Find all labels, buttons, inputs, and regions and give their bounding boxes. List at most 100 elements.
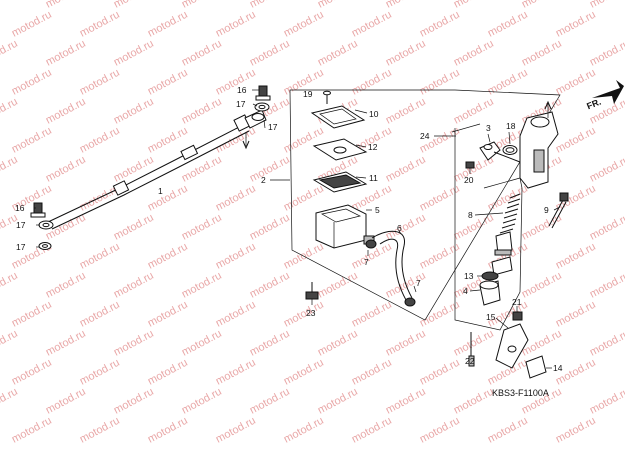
clevis-pin[interactable]: [525, 355, 547, 379]
master-cylinder-body[interactable]: [519, 100, 559, 189]
watermark-text-82: motod.ru: [384, 212, 428, 243]
watermark-text-99: motod.ru: [248, 270, 292, 301]
watermark-text-107: motod.ru: [146, 299, 190, 330]
watermark-text-135: motod.ru: [112, 386, 156, 417]
watermark-text-105: motod.ru: [10, 299, 54, 330]
push-rod-seal[interactable]: [481, 271, 499, 281]
reservoir-body[interactable]: [315, 204, 375, 249]
cotter-pin[interactable]: [468, 332, 475, 367]
watermark-text-94: motod.ru: [554, 241, 598, 272]
watermark-text-79: motod.ru: [180, 212, 224, 243]
watermark-text-103: motod.ru: [520, 270, 564, 301]
watermark-text-119: motod.ru: [316, 328, 360, 359]
watermark-text-24: motod.ru: [316, 38, 360, 69]
watermark-text-52: motod.ru: [282, 125, 326, 156]
reservoir-hose[interactable]: [365, 230, 416, 307]
o-ring[interactable]: [502, 145, 518, 155]
reservoir-cap[interactable]: [310, 105, 366, 129]
watermark-text-40: motod.ru: [112, 96, 156, 127]
watermark-text-113: motod.ru: [554, 299, 598, 330]
watermark-text-80: motod.ru: [248, 212, 292, 243]
watermark-text-32: motod.ru: [214, 67, 258, 98]
watermark-text-89: motod.ru: [214, 241, 258, 272]
watermark-text-59: motod.ru: [112, 154, 156, 185]
watermark-text-109: motod.ru: [282, 299, 326, 330]
watermark-text-110: motod.ru: [350, 299, 394, 330]
callout-12: 12: [368, 142, 378, 152]
watermark-text-142: motod.ru: [588, 386, 625, 417]
watermark-text-12: motod.ru: [146, 9, 190, 40]
watermark-text-85: motod.ru: [588, 212, 625, 243]
watermark-text-56: motod.ru: [554, 125, 598, 156]
callout-1: 1: [158, 186, 163, 196]
hose-lower-fitting[interactable]: [30, 202, 54, 250]
clevis[interactable]: [495, 323, 529, 369]
callout-7-b: 7: [416, 278, 421, 288]
watermark-text-3: motod.ru: [180, 0, 224, 11]
callout-19: 19: [303, 89, 313, 99]
watermark-text-21: motod.ru: [112, 38, 156, 69]
bleeder-bolt[interactable]: [548, 192, 569, 229]
watermark-text-84: motod.ru: [520, 212, 564, 243]
watermark-text-26: motod.ru: [452, 38, 496, 69]
watermark-text-129: motod.ru: [350, 357, 394, 388]
watermark-text-133: motod.ru: [0, 386, 20, 417]
watermark-text-145: motod.ru: [146, 415, 190, 446]
watermark-text-87: motod.ru: [78, 241, 122, 272]
watermark-text-106: motod.ru: [78, 299, 122, 330]
reservoir-screw[interactable]: [323, 90, 331, 104]
callout-3: 3: [486, 123, 491, 133]
piston-kit[interactable]: [491, 231, 513, 276]
callout-11: 11: [369, 173, 378, 183]
push-rod-boot[interactable]: [479, 280, 501, 306]
watermark-text-8: motod.ru: [520, 0, 564, 11]
watermark-text-38: motod.ru: [0, 96, 20, 127]
watermark-text-35: motod.ru: [418, 67, 462, 98]
callout-23: 23: [306, 308, 316, 318]
watermark-text-115: motod.ru: [44, 328, 88, 359]
watermark-text-70: motod.ru: [214, 183, 258, 214]
callout-15: 15: [486, 312, 496, 322]
callout-17-upper-b: 17: [268, 122, 278, 132]
hose-upper-fitting[interactable]: [242, 85, 271, 150]
watermark-text-29: motod.ru: [10, 67, 54, 98]
watermark-text-74: motod.ru: [486, 183, 530, 214]
callout-10: 10: [369, 109, 379, 119]
callout-6: 6: [397, 223, 402, 233]
watermark-text-95: motod.ru: [0, 270, 20, 301]
joint-fitting[interactable]: [479, 141, 521, 163]
watermark-text-44: motod.ru: [384, 96, 428, 127]
watermark-text-28: motod.ru: [588, 38, 625, 69]
watermark-text-34: motod.ru: [350, 67, 394, 98]
diaphragm[interactable]: [312, 171, 368, 193]
leader-lines: [34, 89, 561, 369]
watermark-text-66: motod.ru: [588, 154, 625, 185]
callout-20: 20: [464, 175, 474, 185]
watermark-text-136: motod.ru: [180, 386, 224, 417]
joint-screw[interactable]: [465, 161, 475, 169]
brake-hose[interactable]: [47, 109, 267, 230]
watermark-text-114: motod.ru: [0, 328, 20, 359]
piston-spring[interactable]: [499, 193, 521, 234]
diaphragm-plate[interactable]: [312, 138, 368, 161]
callout-7-a: 7: [364, 257, 369, 267]
watermark-text-150: motod.ru: [486, 415, 530, 446]
callout-9: 9: [544, 205, 549, 215]
watermark-text-120: motod.ru: [384, 328, 428, 359]
reservoir-assembly-frame: [289, 89, 561, 321]
watermark-text-6: motod.ru: [384, 0, 428, 11]
watermark-text-22: motod.ru: [180, 38, 224, 69]
watermark-text-144: motod.ru: [78, 415, 122, 446]
watermark-text-147: motod.ru: [282, 415, 326, 446]
watermark-text-127: motod.ru: [214, 357, 258, 388]
watermark-text-140: motod.ru: [452, 386, 496, 417]
watermark-text-63: motod.ru: [384, 154, 428, 185]
nut[interactable]: [512, 311, 523, 321]
watermark-text-57: motod.ru: [0, 154, 20, 185]
watermark-text-83: motod.ru: [452, 212, 496, 243]
watermark-text-10: motod.ru: [10, 9, 54, 40]
watermark-text-118: motod.ru: [248, 328, 292, 359]
callout-13: 13: [464, 271, 474, 281]
